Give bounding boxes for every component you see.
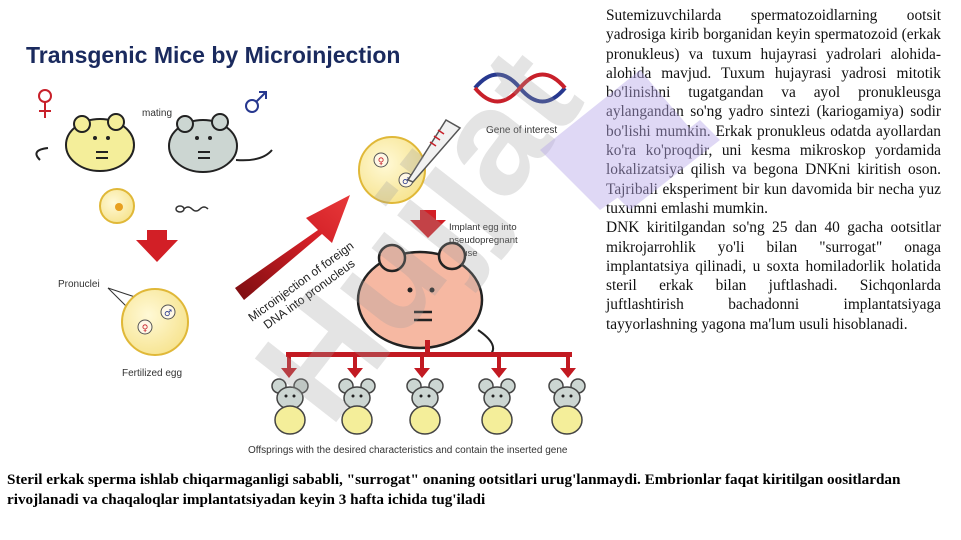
injection-egg: ♀ ♂	[358, 136, 426, 204]
offspring-mouse-5	[548, 378, 586, 435]
fertilized-egg-label: Fertilized egg	[122, 368, 182, 379]
micropipette-icon	[406, 118, 462, 183]
male-symbol-icon	[245, 91, 267, 113]
diagram-title: Transgenic Mice by Microinjection	[26, 42, 400, 68]
dna-helix-icon	[473, 72, 567, 104]
gene-of-interest-label: Gene of interest	[486, 125, 557, 136]
side-paragraph-2: DNK kiritilgandan so'ng 25 dan 40 gacha …	[606, 219, 941, 333]
mating-label: mating	[142, 108, 172, 119]
female-mouse-illustration	[35, 113, 135, 172]
transgenic-mice-diagram: Transgenic Mice by Microinjection mating	[26, 42, 586, 456]
microinjection-label: Microinjection of foreign DNA into pronu…	[246, 239, 358, 332]
male-mouse-illustration	[168, 113, 273, 173]
sperm-icon	[175, 205, 209, 213]
bottom-caption: Steril erkak sperma ishlab chiqarmaganli…	[7, 471, 901, 508]
pronuclei-label: Pronuclei	[58, 279, 100, 290]
female-symbol-icon	[38, 89, 52, 118]
svg-text:♂: ♂	[402, 177, 410, 187]
svg-text:♀: ♀	[378, 157, 385, 167]
implant-label-line2: pseudopregnant	[449, 235, 518, 246]
down-arrow-left	[136, 230, 178, 262]
offspring-arrows	[281, 340, 576, 378]
offspring-mouse-2	[338, 378, 376, 435]
side-paragraph-1: Sutemizuvchilarda spermatozoidlarning oo…	[606, 7, 941, 217]
side-description: Sutemizuvchilarda spermatozoidlarning oo…	[606, 6, 941, 334]
implant-label-line1: Implant egg into	[449, 222, 517, 233]
svg-text:♀: ♀	[142, 324, 149, 334]
unfertilized-egg	[99, 188, 135, 224]
surrogate-mouse-illustration	[356, 241, 494, 356]
offspring-mouse-1	[271, 378, 309, 435]
fertilized-egg: ♀ ♂	[121, 288, 189, 356]
offspring-mouse-4	[478, 378, 516, 435]
microinjection-arrow	[235, 195, 350, 300]
offspring-label: Offsprings with the desired characterist…	[248, 445, 568, 456]
down-arrow-right	[410, 210, 446, 238]
offspring-mouse-3	[406, 378, 444, 435]
svg-text:♂: ♂	[164, 309, 172, 319]
